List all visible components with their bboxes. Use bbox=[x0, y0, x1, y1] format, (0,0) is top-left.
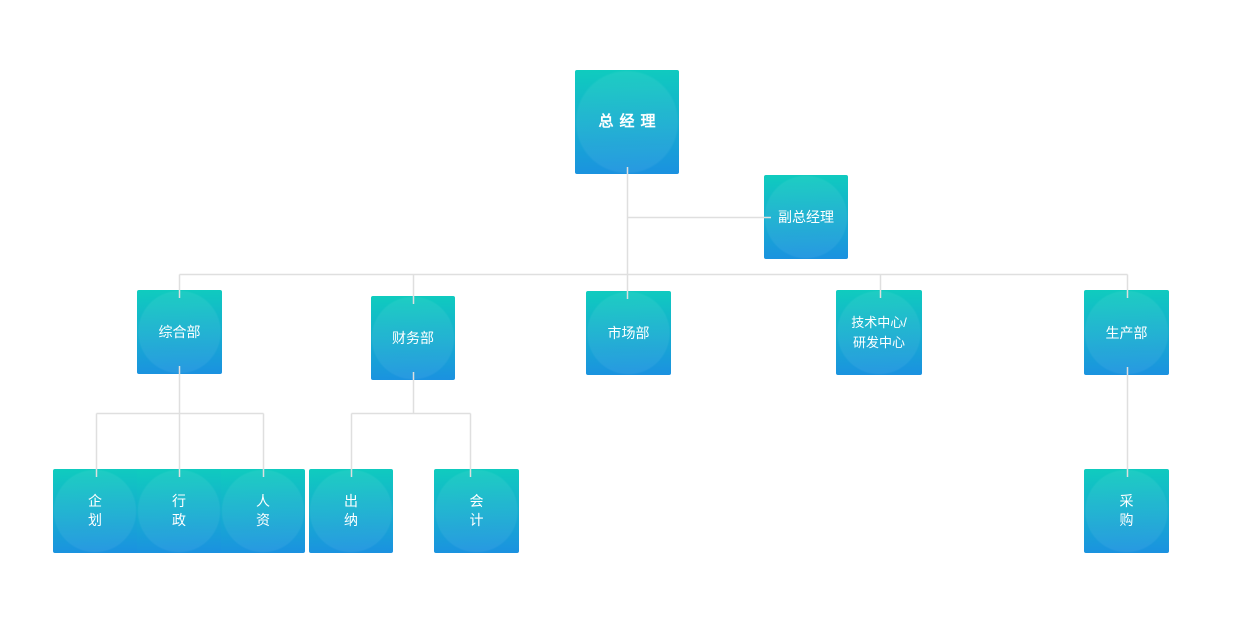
node-label-tech-line2: 研发中心 bbox=[852, 334, 905, 350]
node-dept-tech-rnd-center: 技术中心/ 研发中心 bbox=[836, 290, 922, 375]
node-sub-cashier: 出纳 bbox=[309, 469, 393, 553]
node-general-manager: 总经理 bbox=[575, 70, 679, 174]
node-sub-accounting: 会计 bbox=[434, 469, 519, 553]
node-label-dept-finance: 财务部 bbox=[392, 330, 434, 346]
node-dept-general-affairs: 综合部 bbox=[137, 290, 222, 374]
node-label-dept-production: 生产部 bbox=[1105, 324, 1148, 341]
node-label-sub-planning: 企划 bbox=[88, 493, 102, 528]
node-label-deputy-general-manager: 副总经理 bbox=[778, 209, 834, 225]
node-sub-administration: 行政 bbox=[137, 469, 221, 553]
node-label-sub-accounting: 会计 bbox=[469, 493, 484, 528]
node-sub-human-resources: 人资 bbox=[221, 469, 305, 553]
node-label-sub-purchasing: 采购 bbox=[1119, 493, 1134, 528]
node-label-dept-tech-rnd-center: 技术中心/ 研发中心 bbox=[851, 313, 907, 353]
node-dept-production: 生产部 bbox=[1084, 290, 1169, 375]
node-label-dept-general-affairs: 综合部 bbox=[158, 324, 201, 340]
node-label-tech-line1: 技术中心/ bbox=[851, 314, 907, 330]
node-label-sub-administration: 行政 bbox=[172, 493, 186, 528]
node-sub-purchasing: 采购 bbox=[1084, 469, 1169, 553]
node-sub-planning: 企划 bbox=[53, 469, 137, 553]
node-label-general-manager: 总经理 bbox=[598, 113, 662, 130]
node-label-sub-cashier: 出纳 bbox=[344, 493, 358, 528]
node-dept-finance: 财务部 bbox=[371, 296, 455, 380]
node-dept-marketing: 市场部 bbox=[586, 291, 671, 375]
node-label-sub-human-resources: 人资 bbox=[256, 493, 270, 528]
node-label-dept-marketing: 市场部 bbox=[607, 325, 650, 341]
node-deputy-general-manager: 副总经理 bbox=[764, 175, 848, 259]
